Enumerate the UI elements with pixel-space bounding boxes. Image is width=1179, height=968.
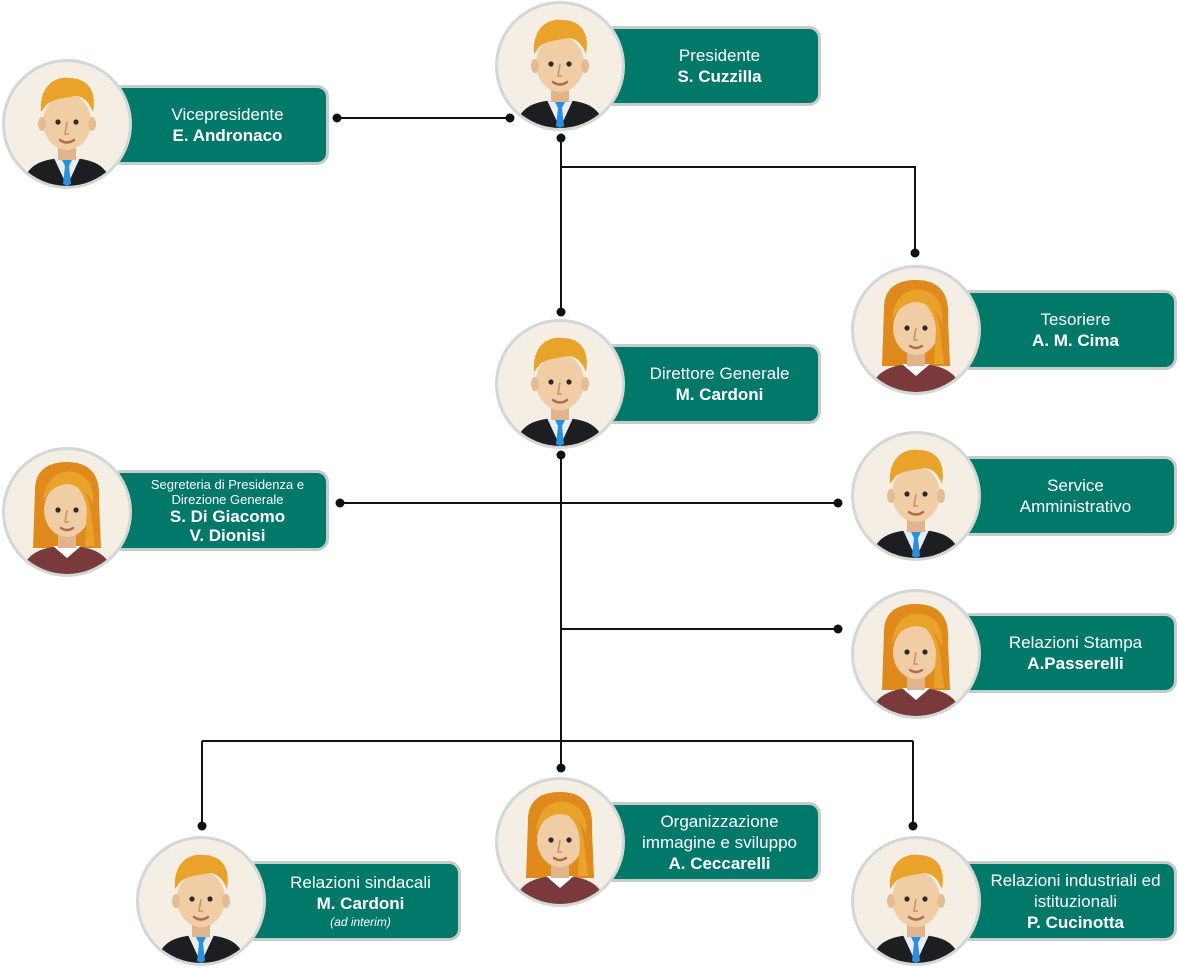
card-treasurer[interactable]: Tesoriere A. M. Cima xyxy=(958,290,1177,370)
card-press-relations[interactable]: Relazioni Stampa A.Passerelli xyxy=(958,613,1177,693)
card-union-relations[interactable]: Relazioni sindacali M. Cardoni (ad inter… xyxy=(244,861,461,941)
male-avatar-icon xyxy=(495,1,625,131)
card-president[interactable]: Presidente S. Cuzzilla xyxy=(602,26,821,106)
person-name: V. Dionisi xyxy=(189,525,266,545)
role-label: Relazioni Stampa xyxy=(1008,633,1143,652)
person-name: E. Andronaco xyxy=(172,126,283,145)
person-name: S. Di Giacomo xyxy=(169,506,286,526)
card-admin-service[interactable]: Service Amministrativo xyxy=(958,456,1177,536)
interim-note: (ad interim) xyxy=(330,915,391,929)
male-avatar-icon xyxy=(136,836,266,966)
male-avatar-icon xyxy=(851,836,981,966)
female-avatar-icon xyxy=(851,265,981,395)
female-avatar-icon xyxy=(2,447,132,577)
female-avatar-icon xyxy=(851,589,981,719)
person-name: P. Cucinotta xyxy=(1027,912,1124,932)
male-avatar-icon xyxy=(495,319,625,449)
role-label: Tesoriere xyxy=(1040,310,1111,329)
person-name: S. Cuzzilla xyxy=(677,67,762,86)
role-label: Presidente xyxy=(678,46,761,65)
role-label: Relazioni industriali ed istituzionali xyxy=(990,870,1161,911)
male-avatar-icon xyxy=(2,59,132,189)
person-name: M. Cardoni xyxy=(675,385,764,404)
person-name: A. M. Cima xyxy=(1032,331,1119,350)
role-label: Vicepresidente xyxy=(171,105,284,124)
female-avatar-icon xyxy=(495,777,625,907)
card-secretariat[interactable]: Segreteria di Presidenza e Direzione Gen… xyxy=(110,470,329,551)
card-organization[interactable]: Organizzazione immagine e sviluppo A. Ce… xyxy=(602,802,821,882)
role-label: Direttore Generale xyxy=(649,364,790,383)
person-name: M. Cardoni xyxy=(316,894,405,913)
role-label: Organizzazione immagine e sviluppo xyxy=(642,811,797,852)
male-avatar-icon xyxy=(851,431,981,561)
card-industrial-relations[interactable]: Relazioni industriali ed istituzionali P… xyxy=(958,861,1177,941)
person-name: A. Ceccarelli xyxy=(668,853,771,873)
card-general-director[interactable]: Direttore Generale M. Cardoni xyxy=(602,344,821,424)
role-label: Relazioni sindacali xyxy=(290,873,431,892)
role-label: Segreteria di Presidenza e Direzione Gen… xyxy=(150,476,305,507)
person-name: A.Passerelli xyxy=(1027,654,1124,673)
card-vicepresident[interactable]: Vicepresidente E. Andronaco xyxy=(110,85,329,165)
role-label: Service Amministrativo xyxy=(1019,476,1132,516)
